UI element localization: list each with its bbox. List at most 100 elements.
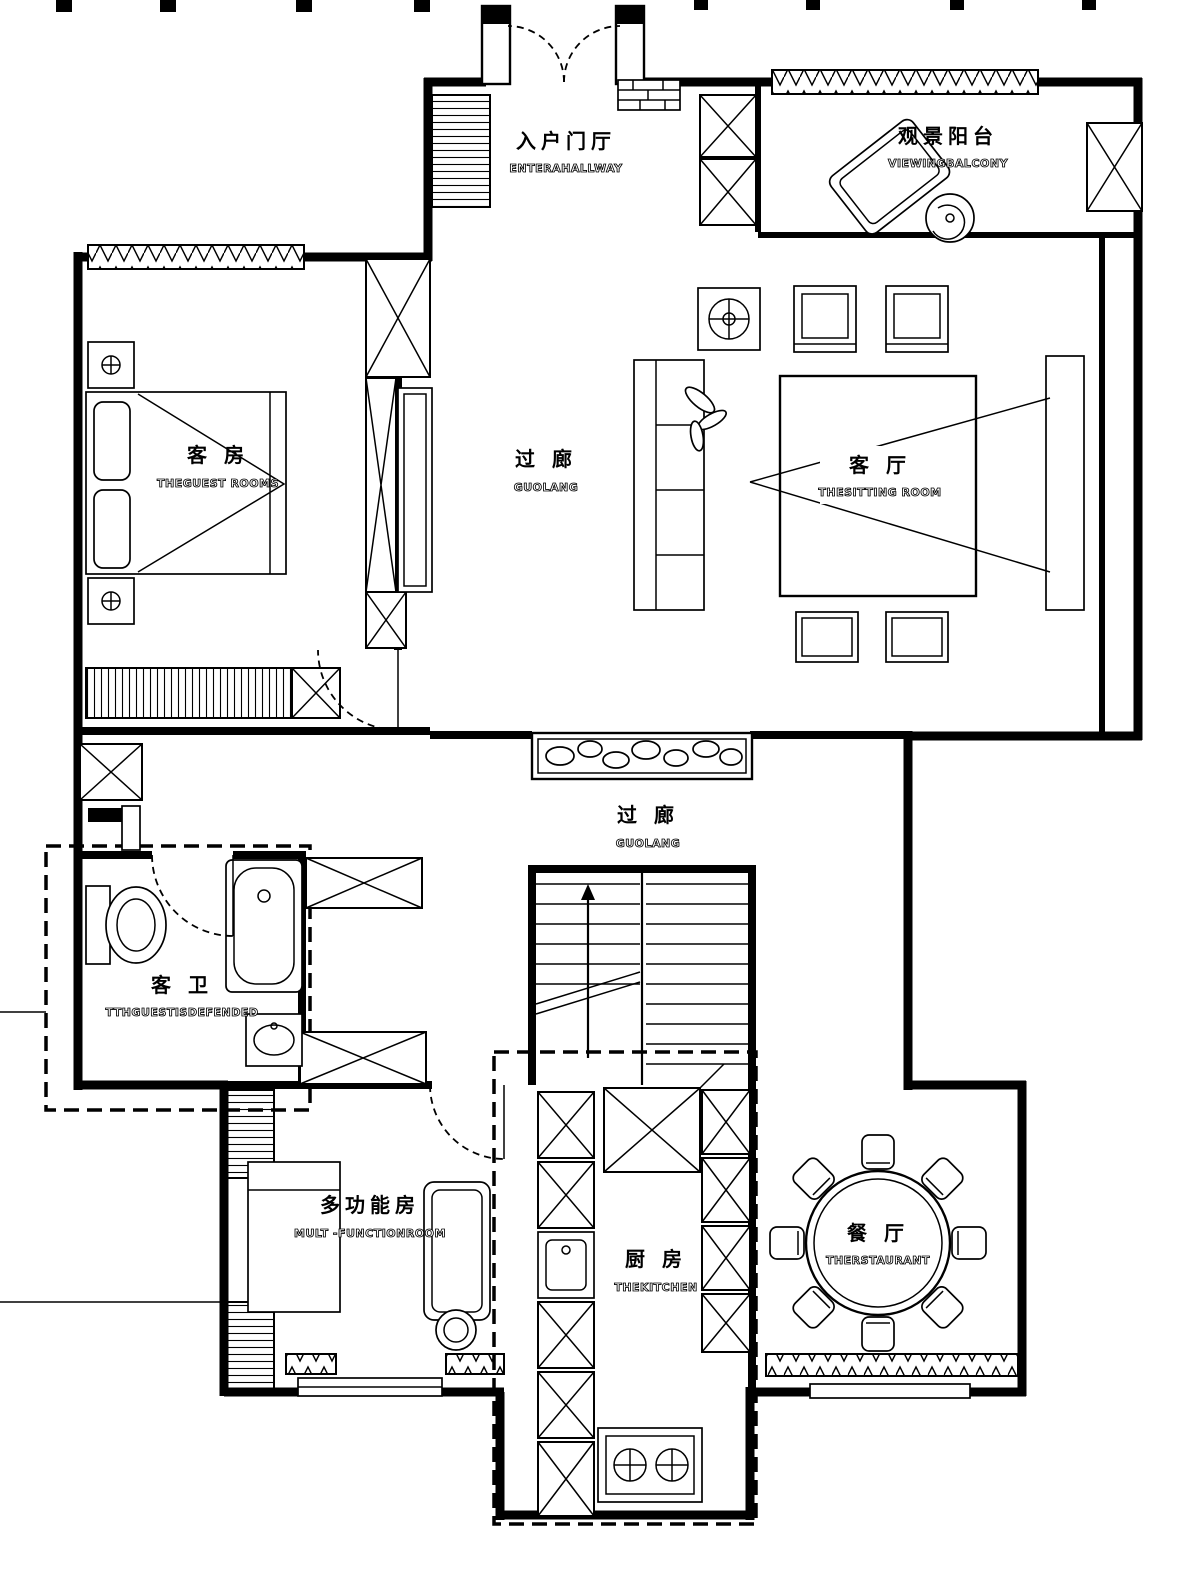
label-entrance-en: ENTERAHALLWAY [509, 162, 623, 175]
balcony-furniture [828, 118, 975, 243]
nightstand [87, 577, 135, 625]
tv-view-lines [749, 397, 1051, 573]
basin-tap [270, 1022, 278, 1030]
dining-chair [951, 1226, 987, 1260]
label-sitting-cn: 客 厅 [848, 453, 911, 477]
label-multi-en: MULT -FUNCTIONROOM [294, 1227, 446, 1240]
chair-back [812, 1177, 831, 1196]
desk [423, 1181, 491, 1351]
bathtub [225, 859, 303, 993]
sink-bowl [545, 1239, 587, 1291]
counter-left [537, 1091, 595, 1517]
sofa [633, 359, 728, 611]
radiator-guest-room [85, 667, 293, 719]
stove-inner [605, 1435, 695, 1495]
label-entrance-cn: 入户门厅 [516, 129, 616, 153]
nightstand [87, 341, 135, 389]
armchair [793, 285, 857, 353]
armchair-frame [793, 285, 857, 353]
pebble [719, 748, 743, 766]
entrance-door [480, 4, 646, 86]
hatch-cross [299, 1031, 427, 1085]
wall-stub [160, 0, 176, 12]
label-kitchen-cn: 厨 房 [625, 1247, 687, 1271]
stairs [535, 869, 748, 1085]
ottoman [795, 611, 859, 663]
armchair-cushion [801, 293, 849, 339]
pebble [663, 749, 689, 767]
hatch-cross [365, 258, 431, 378]
label-corridor-upper-en: GUOLANG [514, 481, 579, 494]
door-column-cap [616, 6, 644, 24]
exterior-leader-lines [0, 1011, 224, 1303]
label-guest-room-en: THEGUEST ROOMS [157, 477, 279, 490]
wall-stub [296, 0, 312, 12]
chair-seat [792, 1286, 835, 1329]
brick-strip [617, 79, 681, 111]
chair-seat [951, 1226, 987, 1260]
balcony-table [925, 193, 975, 243]
door-column-cap [482, 6, 510, 24]
table-top [925, 193, 975, 243]
chair-seat [921, 1286, 964, 1329]
bathtub-frame [225, 859, 303, 993]
label-dining-en: THERSTAURANT [826, 1254, 930, 1267]
window-guest-room [87, 244, 305, 270]
bathtub-drain [257, 889, 271, 903]
stool [435, 1309, 477, 1351]
hatch-cross [701, 1293, 751, 1353]
kitchen-sink [537, 1231, 595, 1299]
duct-riser-panel [121, 805, 141, 851]
tv-cabinet [1045, 355, 1085, 611]
door-arc [429, 1084, 505, 1160]
sofa-cushions [655, 360, 704, 610]
dining-chair [792, 1157, 835, 1200]
ottoman [885, 611, 949, 663]
bed [85, 391, 287, 575]
chair-seat [769, 1226, 805, 1260]
label-bg-sitting [820, 446, 940, 504]
wall-stub [1082, 0, 1096, 10]
window-balcony [771, 69, 1039, 95]
room-labels: 入户门厅 ENTERAHALLWAY 观景阳台 VIEWINGBALCONY 客… [105, 124, 1008, 1294]
pebbles [545, 740, 743, 769]
dining-chair [921, 1157, 964, 1200]
hatch-cross [537, 1441, 595, 1517]
window-sill-dining [809, 1383, 971, 1399]
brick-hatch [617, 79, 681, 111]
stairs-arrow-icon [581, 884, 595, 900]
counter-right [701, 1089, 751, 1353]
toilet-bowl-inner [116, 898, 156, 952]
basin-bowl [253, 1024, 295, 1056]
hatch-cross [537, 1301, 595, 1369]
label-corridor-lower-cn: 过 廊 [617, 803, 679, 827]
door-arc [151, 854, 234, 937]
radiator-multi-right [445, 1353, 505, 1375]
closet-louver [225, 1301, 275, 1391]
table-swirl [932, 204, 966, 240]
label-multi-cn: 多功能房 [320, 1193, 420, 1217]
dining-chair [861, 1316, 895, 1352]
stove [597, 1427, 703, 1503]
door-arc [507, 25, 565, 83]
bathroom-door [151, 854, 234, 937]
kitchen-furniture [537, 1063, 751, 1517]
chair-back [925, 1290, 944, 1309]
multi-room-door [429, 1084, 505, 1160]
windows [87, 69, 1039, 1399]
wall-stub [414, 0, 430, 12]
entrance-shutter-panel [431, 94, 491, 208]
label-kitchen-en: THEKITCHEN [614, 1281, 697, 1294]
hatch-cross [537, 1371, 595, 1439]
lounge-chair [828, 118, 951, 235]
hatch-cross [699, 158, 757, 226]
pillow [93, 489, 131, 569]
pebble [602, 751, 630, 769]
chair-seat [861, 1316, 895, 1352]
pillow [93, 401, 131, 481]
guest-room-door [317, 649, 399, 731]
hatch-cross [1086, 122, 1143, 212]
dining-chair [792, 1286, 835, 1329]
hatch-cross [305, 857, 423, 909]
